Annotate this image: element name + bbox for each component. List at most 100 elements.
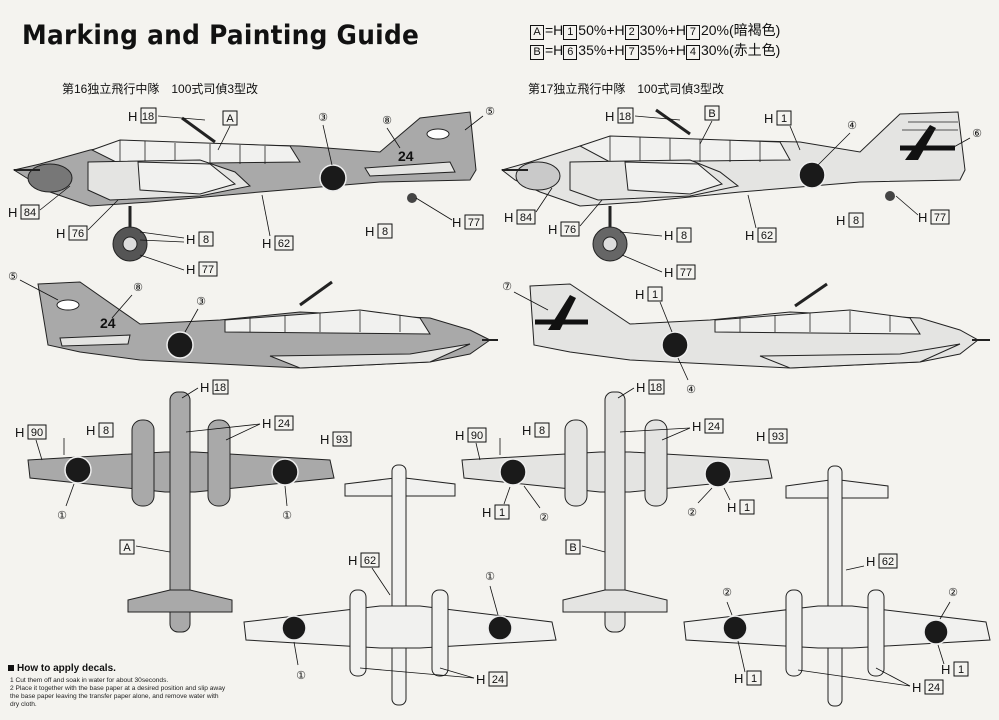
- svg-text:24: 24: [708, 421, 720, 433]
- svg-text:1: 1: [781, 113, 787, 125]
- svg-text:H: H: [262, 416, 271, 431]
- svg-text:H: H: [664, 228, 673, 243]
- svg-text:90: 90: [31, 427, 43, 439]
- svg-text:①: ①: [485, 571, 495, 583]
- svg-text:H: H: [912, 680, 921, 695]
- svg-text:H: H: [548, 222, 557, 237]
- svg-text:H: H: [504, 210, 513, 225]
- svg-text:H: H: [128, 109, 137, 124]
- svg-text:84: 84: [24, 207, 36, 219]
- svg-text:H: H: [866, 554, 875, 569]
- instructions-heading: How to apply decals.: [8, 663, 116, 674]
- aircraft-side-left-a: 24: [12, 111, 477, 262]
- svg-text:8: 8: [539, 425, 545, 437]
- svg-text:62: 62: [364, 555, 376, 567]
- svg-text:62: 62: [882, 556, 894, 568]
- svg-text:H: H: [320, 432, 329, 447]
- svg-text:①: ①: [57, 510, 67, 522]
- svg-text:8: 8: [103, 425, 109, 437]
- svg-text:③: ③: [318, 112, 328, 124]
- instruction-step: 1 Cut them off and soak in water for abo…: [10, 677, 169, 684]
- svg-text:H: H: [727, 500, 736, 515]
- svg-text:H: H: [635, 287, 644, 302]
- svg-text:⑥: ⑥: [972, 128, 982, 140]
- page-title: Marking and Painting Guide: [22, 20, 420, 51]
- svg-text:H: H: [605, 109, 614, 124]
- svg-text:H: H: [262, 236, 271, 251]
- svg-text:H: H: [8, 205, 17, 220]
- aircraft-plan-underside-right: [461, 391, 773, 633]
- svg-text:H: H: [836, 213, 845, 228]
- instruction-step: dry cloth.: [10, 701, 37, 708]
- svg-text:H: H: [734, 671, 743, 686]
- svg-text:①: ①: [282, 510, 292, 522]
- svg-text:⑧: ⑧: [133, 282, 143, 294]
- svg-text:H: H: [745, 228, 754, 243]
- aircraft-plan-underside-left: [27, 391, 335, 633]
- svg-text:H: H: [764, 111, 773, 126]
- svg-text:H: H: [186, 232, 195, 247]
- svg-text:18: 18: [650, 382, 662, 394]
- svg-text:24: 24: [278, 418, 290, 430]
- svg-text:84: 84: [520, 212, 532, 224]
- svg-text:④: ④: [686, 384, 696, 396]
- svg-text:H: H: [476, 672, 485, 687]
- svg-text:③: ③: [196, 296, 206, 308]
- aircraft-plan-top-right: [683, 465, 991, 707]
- svg-text:H: H: [664, 265, 673, 280]
- aircraft-side-right-b: [500, 108, 966, 262]
- aircraft-plan-top-left: [243, 464, 557, 706]
- svg-text:②: ②: [539, 512, 549, 524]
- svg-text:H: H: [365, 224, 374, 239]
- svg-text:H: H: [86, 423, 95, 438]
- svg-text:H: H: [756, 429, 765, 444]
- svg-text:B: B: [569, 542, 576, 554]
- instruction-step: the base paper leaving the transfer pape…: [10, 693, 219, 700]
- svg-text:H: H: [186, 262, 195, 277]
- svg-text:1: 1: [652, 289, 658, 301]
- svg-text:⑦: ⑦: [502, 281, 512, 293]
- svg-text:⑤: ⑤: [485, 106, 495, 118]
- svg-text:H: H: [15, 425, 24, 440]
- svg-text:93: 93: [336, 434, 348, 446]
- svg-text:77: 77: [468, 217, 480, 229]
- svg-text:H: H: [56, 226, 65, 241]
- svg-text:H: H: [200, 380, 209, 395]
- aircraft-side-right-c: [529, 282, 990, 369]
- svg-text:76: 76: [72, 228, 84, 240]
- svg-text:H: H: [918, 210, 927, 225]
- svg-text:⑤: ⑤: [8, 271, 18, 283]
- svg-text:H: H: [482, 505, 491, 520]
- svg-text:H: H: [522, 423, 531, 438]
- svg-text:②: ②: [722, 587, 732, 599]
- svg-text:A: A: [123, 542, 131, 554]
- svg-text:1: 1: [751, 673, 757, 685]
- formula-a-letter: A: [530, 25, 544, 40]
- formula-b-letter: B: [530, 45, 544, 60]
- svg-text:H: H: [455, 428, 464, 443]
- svg-text:76: 76: [564, 224, 576, 236]
- svg-text:18: 18: [619, 111, 631, 123]
- svg-text:18: 18: [214, 382, 226, 394]
- svg-text:90: 90: [471, 430, 483, 442]
- svg-text:H: H: [636, 380, 645, 395]
- svg-text:①: ①: [296, 670, 306, 682]
- unit-label-17: 第17独立飛行中隊 100式司偵3型改: [528, 82, 725, 96]
- aircraft-side-left-b: 24: [37, 280, 498, 369]
- svg-text:24: 24: [928, 682, 940, 694]
- svg-text:24: 24: [492, 674, 504, 686]
- svg-text:1: 1: [958, 664, 964, 676]
- svg-text:B: B: [708, 108, 715, 120]
- svg-text:④: ④: [847, 120, 857, 132]
- svg-text:77: 77: [934, 212, 946, 224]
- svg-text:62: 62: [278, 238, 290, 250]
- svg-text:8: 8: [382, 226, 388, 238]
- svg-text:24: 24: [100, 315, 116, 331]
- tail-code-left: 24: [398, 148, 414, 164]
- svg-text:62: 62: [761, 230, 773, 242]
- svg-text:1: 1: [499, 507, 505, 519]
